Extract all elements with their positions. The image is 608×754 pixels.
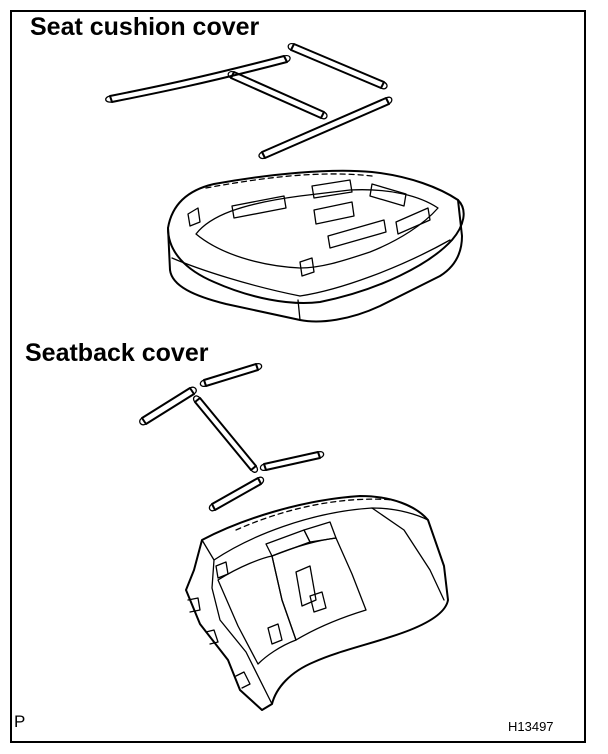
cushion-wire-1 [105,54,291,103]
seatback-pad [185,495,449,711]
seatback-wire-1 [199,362,263,388]
seatback-wire-5 [208,476,265,512]
cushion-wire-2 [287,42,388,90]
seat-cushion-cover-label: Seat cushion cover [30,13,260,41]
cushion-wire-3 [227,70,328,120]
figure-id-label: H13497 [508,719,554,734]
seatback-wire-2 [139,386,197,426]
corner-code-left: P [14,712,26,731]
cushion-wire-4 [258,96,393,160]
illustration-frame [10,10,586,743]
seatback-cover-label: Seatback cover [25,339,209,367]
seatback-wire-3 [192,395,259,473]
seatback-wire-4 [259,450,325,472]
seat-cushion-pad [167,169,465,323]
